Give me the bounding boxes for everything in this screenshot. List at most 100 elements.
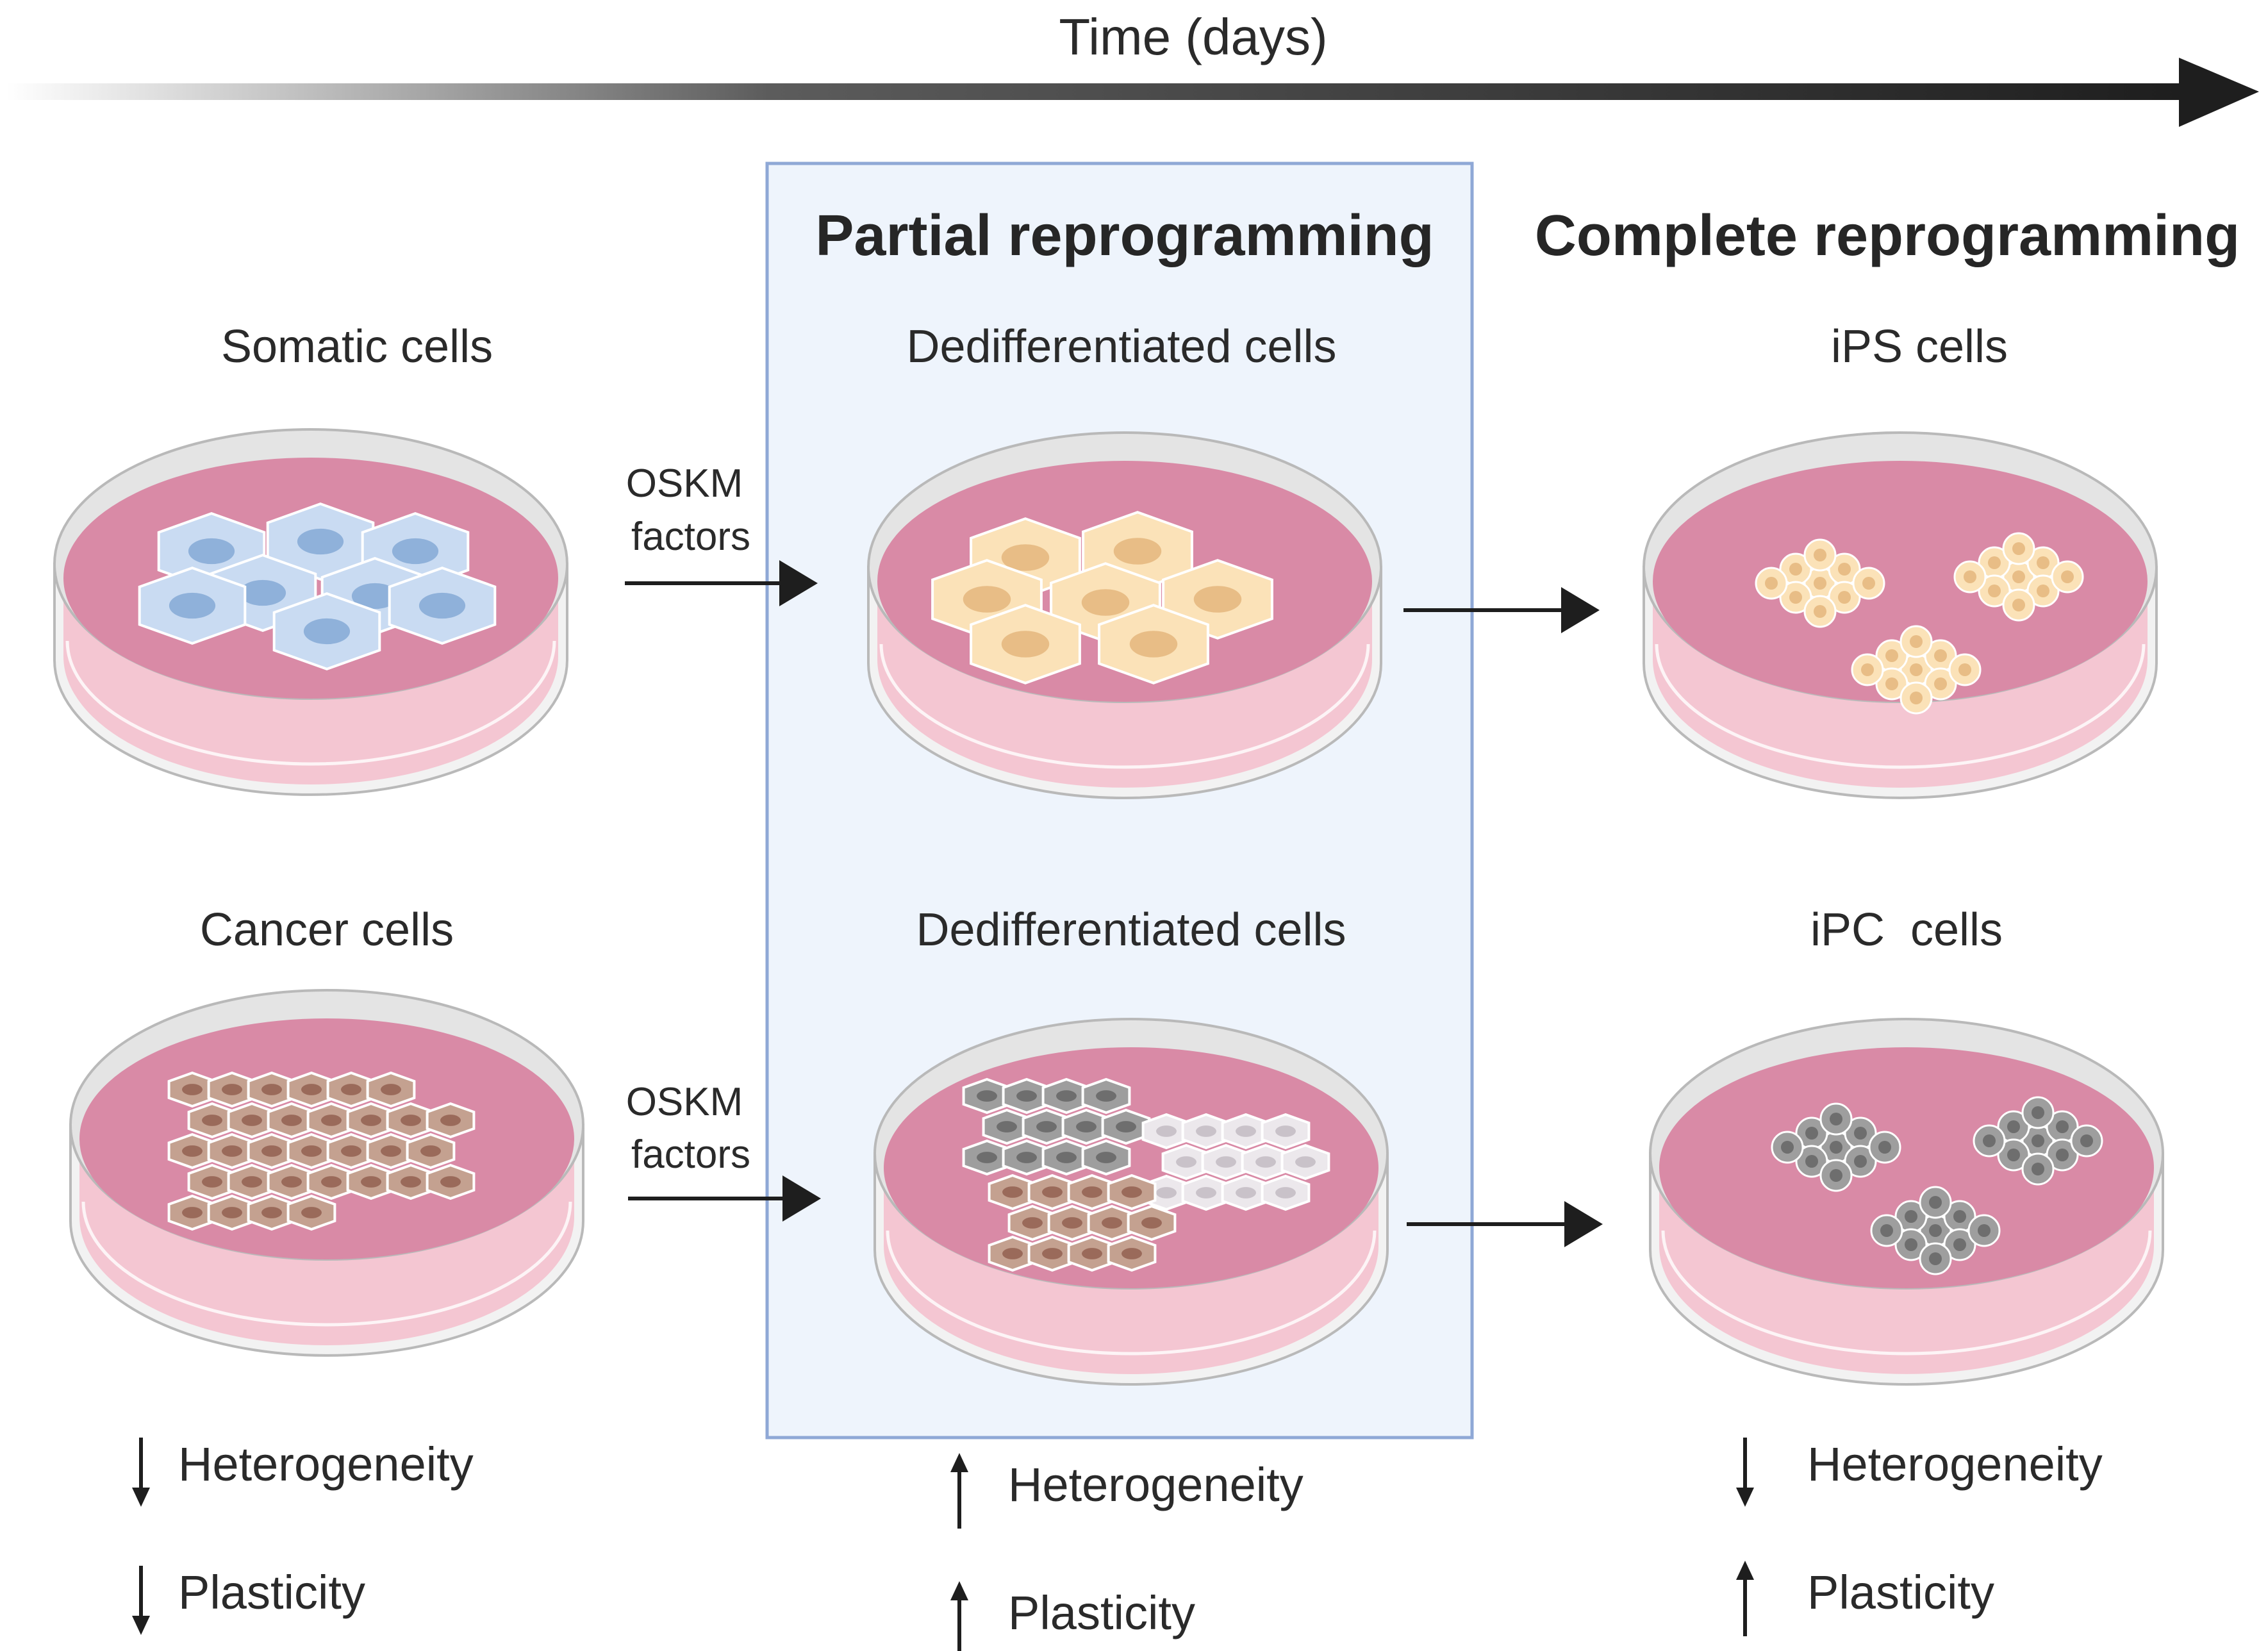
dish-highlight: [1655, 643, 2146, 769]
colony-cell-nucleus: [1958, 663, 1971, 676]
arrow-down-icon-head: [132, 1488, 150, 1507]
cancer-cell-nucleus: [1062, 1217, 1082, 1229]
cancer-cell-nucleus: [1002, 1186, 1023, 1198]
ipc-colony: [1870, 1186, 2001, 1275]
somatic-cell-nucleus: [351, 583, 399, 610]
dedifferentiated-cell-nucleus: [1193, 586, 1242, 613]
grey-cell-nucleus: [1056, 1152, 1077, 1163]
dedifferentiated-cell-nucleus: [1001, 544, 1050, 571]
grey-cell-nucleus: [1036, 1121, 1057, 1132]
cancer-cell-nucleus: [182, 1145, 203, 1157]
cancer-cell-nucleus: [1122, 1186, 1142, 1198]
colony-cell-nucleus: [1929, 1196, 1942, 1209]
colony-cell-nucleus: [2032, 1134, 2044, 1147]
oskm-label-top-line2: factors: [631, 515, 750, 559]
cancer-cell-nucleus: [341, 1145, 361, 1157]
colony-cell-nucleus: [1765, 577, 1778, 590]
colony-cell-nucleus: [1905, 1210, 1917, 1223]
cancer-cell-nucleus: [321, 1176, 342, 1188]
colony-cell-nucleus: [1789, 563, 1802, 576]
colony-cell-nucleus: [1885, 649, 1898, 662]
oskm-label-bottom-line2: factors: [631, 1132, 750, 1177]
trait-right-heterogeneity: Heterogeneity: [1736, 1438, 2103, 1507]
arrow-up-icon-head: [950, 1453, 968, 1472]
colony-cell-nucleus: [1878, 1141, 1891, 1154]
colony-cell-nucleus: [1934, 649, 1947, 662]
somatic-cell-nucleus: [239, 579, 286, 606]
complete-reprogramming-heading: Complete reprogramming: [1535, 204, 2240, 268]
cancer-cell-nucleus: [222, 1084, 242, 1095]
colony-cell-nucleus: [1838, 563, 1851, 576]
grey-cell-nucleus: [1016, 1152, 1037, 1163]
trait-label: Plasticity: [1008, 1586, 1195, 1639]
cancer-cell-nucleus: [261, 1207, 282, 1218]
cancer-cell-nucleus: [401, 1115, 421, 1126]
colony-cell-nucleus: [1789, 591, 1802, 604]
cancer-cell-nucleus: [222, 1145, 242, 1157]
colony-cell-nucleus: [1830, 1169, 1842, 1182]
ips-colony: [1953, 532, 2084, 622]
colony-cell-nucleus: [2007, 1149, 2020, 1161]
colony-cell-nucleus: [1983, 1134, 1996, 1147]
colony-cell-nucleus: [2061, 570, 2074, 583]
ipc-colony: [1771, 1102, 1901, 1192]
white-cell-nucleus: [1156, 1125, 1177, 1137]
cancer-cell-nucleus: [182, 1084, 203, 1095]
colony-cell-nucleus: [1934, 677, 1947, 690]
cancer-cell-nucleus: [1122, 1248, 1142, 1259]
grey-cell-nucleus: [1096, 1152, 1116, 1163]
cancer-cell-nucleus: [202, 1115, 222, 1126]
dedifferentiated-cells-dish-bottom: [873, 1018, 1389, 1386]
grey-cell-nucleus: [1116, 1121, 1136, 1132]
colony-cell-nucleus: [2080, 1134, 2093, 1147]
dedifferentiated-cell-nucleus: [1001, 631, 1050, 658]
colony-cell-nucleus: [1910, 692, 1923, 704]
ips-cells-label: iPS cells: [1831, 321, 2008, 372]
cancer-cell-nucleus: [361, 1176, 381, 1188]
grey-cell-nucleus: [1076, 1121, 1097, 1132]
white-cell-nucleus: [1295, 1156, 1316, 1168]
white-cell-nucleus: [1275, 1187, 1296, 1199]
white-cell-nucleus: [1156, 1187, 1177, 1199]
cancer-cell-nucleus: [401, 1176, 421, 1188]
colony-cell-nucleus: [2032, 1163, 2044, 1175]
colony-cell-nucleus: [2012, 542, 2025, 555]
partial-reprogramming-heading: Partial reprogramming: [815, 204, 1434, 268]
somatic-cells-dish: [53, 428, 568, 796]
cancer-cell-nucleus: [301, 1145, 322, 1157]
colony-cell-nucleus: [1885, 677, 1898, 690]
cancer-cell-nucleus: [440, 1115, 461, 1126]
cancer-cell-nucleus: [321, 1115, 342, 1126]
somatic-cell-nucleus: [392, 538, 439, 565]
timeline-label: Time (days): [1059, 8, 1327, 65]
arrow-down-icon-head: [1736, 1488, 1754, 1507]
colony-cell-nucleus: [1988, 585, 2001, 597]
trait-right-plasticity: Plasticity: [1736, 1561, 1994, 1636]
colony-cell-nucleus: [2012, 570, 2025, 583]
cancer-cells-dish: [69, 989, 584, 1357]
cancer-cell-nucleus: [1042, 1248, 1063, 1259]
cancer-cell-nucleus: [261, 1145, 282, 1157]
dish-highlight: [1661, 1230, 2152, 1356]
trait-left-plasticity: Plasticity: [132, 1566, 365, 1635]
trait-label: Heterogeneity: [178, 1438, 474, 1491]
colony-cell-nucleus: [1781, 1141, 1794, 1154]
cancer-cell-nucleus: [361, 1115, 381, 1126]
dish-medium: [884, 1047, 1378, 1288]
oskm-label-top-line1: OSKM: [626, 461, 743, 506]
dedifferentiated-cell-nucleus: [1113, 538, 1162, 565]
cancer-cell-nucleus: [381, 1084, 401, 1095]
cancer-cell-nucleus: [202, 1176, 222, 1188]
oskm-label-bottom-line1: OSKM: [626, 1080, 743, 1124]
white-cell-nucleus: [1196, 1125, 1216, 1137]
dish-highlight: [65, 640, 556, 766]
dedifferentiated-cells-label-bottom: Dedifferentiated cells: [916, 904, 1346, 956]
colony-cell-nucleus: [2032, 1106, 2044, 1119]
somatic-cell-nucleus: [188, 538, 235, 565]
somatic-cell-nucleus: [303, 618, 351, 645]
colony-cell-nucleus: [1814, 605, 1826, 618]
grey-cell-nucleus: [1096, 1090, 1116, 1102]
colony-cell-nucleus: [2012, 599, 2025, 611]
cancer-cell-nucleus: [281, 1115, 302, 1126]
ips-colony: [1755, 538, 1885, 628]
